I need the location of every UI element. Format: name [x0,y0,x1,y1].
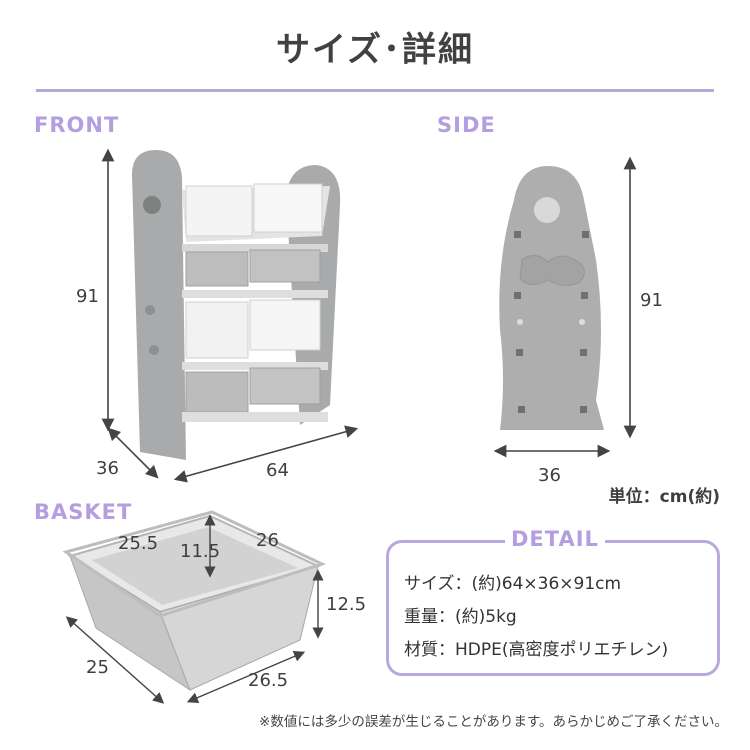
side-section-label: SIDE [437,113,496,137]
detail-weight: 重量：(約)5kg [404,607,517,627]
side-depth-label: 36 [538,465,561,486]
basket-section-label: BASKET [34,500,133,524]
basket-top-depth-label: 26 [256,530,279,551]
basket-bottom-depth-label: 25 [86,657,109,678]
title-divider [36,89,714,92]
detail-material: 材質：HDPE(高密度ポリエチレン) [404,640,669,660]
footnote: ※数値には多少の誤差が生じることがあります。あらかじめご了承ください。 [259,714,728,730]
detail-size: サイズ：(約)64×36×91cm [404,574,622,594]
front-width-label: 64 [266,460,289,481]
basket-height-label: 12.5 [326,594,367,615]
detail-section-label: DETAIL [505,527,605,551]
basket-bottom-length-label: 26.5 [248,670,289,691]
basket-center-width-label: 11.5 [180,541,221,562]
front-section-label: FRONT [34,113,120,137]
unit-note: 単位：cm(約) [608,487,720,507]
front-depth-label: 36 [96,458,119,479]
basket-top-length-label: 25.5 [118,533,159,554]
side-height-label: 91 [640,290,663,311]
side-panel-image [499,166,604,430]
front-organizer-image [132,150,341,460]
page-title: サイズ･詳細 [276,30,474,70]
front-height-label: 91 [76,286,99,307]
